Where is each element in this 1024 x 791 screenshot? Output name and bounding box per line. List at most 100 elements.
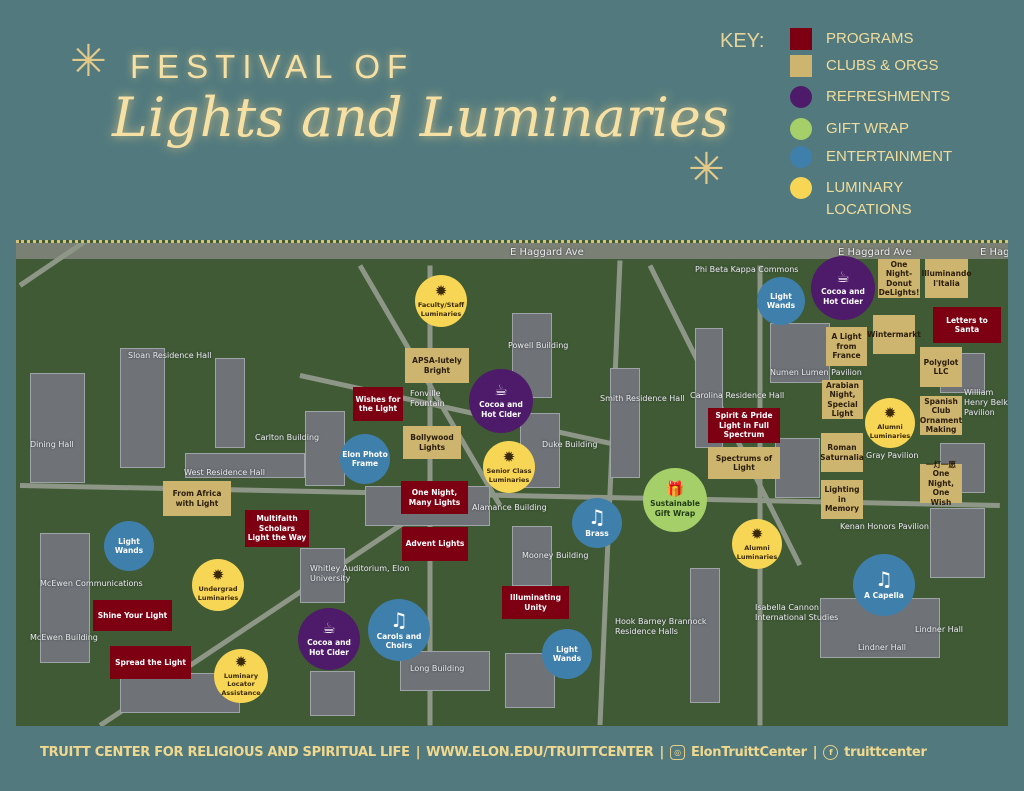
marker-label: Luminary Locator Assistance bbox=[221, 672, 261, 697]
building bbox=[930, 508, 985, 578]
map-marker-club[interactable]: Illuminando l'Italia bbox=[922, 259, 971, 298]
marker-label: Light Wands bbox=[114, 536, 144, 555]
marker-label: Cocoa and Hot Cider bbox=[821, 287, 865, 306]
map-place-label: Whitley Auditorium, Elon University bbox=[310, 564, 410, 583]
map-place-label: Duke Building bbox=[542, 440, 598, 449]
map-marker-prog[interactable]: Spread the Light bbox=[110, 646, 191, 679]
building bbox=[40, 533, 90, 663]
map-marker-club[interactable]: Lighting in Memory bbox=[821, 480, 863, 519]
key-item: LUMINARY LOCATIONS bbox=[790, 177, 966, 221]
building bbox=[310, 671, 355, 716]
map-marker-ent[interactable]: ♫Brass bbox=[572, 498, 622, 548]
map-place-label: Fonville Fountain bbox=[410, 389, 445, 408]
map-marker-lum[interactable]: ✹Senior Class Luminaries bbox=[483, 441, 535, 493]
map-marker-prog[interactable]: Advent Lights bbox=[402, 527, 468, 561]
map-marker-club[interactable]: One Night-Donut DeLights! bbox=[878, 259, 920, 298]
map-place-label: Long Building bbox=[410, 664, 465, 673]
marker-label: One Night, Many Lights bbox=[408, 488, 461, 507]
map-marker-prog[interactable]: Shine Your Light bbox=[93, 600, 172, 631]
map-marker-club[interactable]: Wintermarkt bbox=[867, 315, 921, 354]
map-marker-ent[interactable]: ♫A Capella bbox=[853, 554, 915, 616]
map-place-label: Kenan Honors Pavilion bbox=[840, 522, 929, 531]
star-burst-icon: ✹ bbox=[434, 282, 448, 301]
star-burst-icon: ✹ bbox=[883, 404, 897, 423]
marker-label: One Night-Donut DeLights! bbox=[878, 259, 920, 297]
map-marker-ref[interactable]: ☕Cocoa and Hot Cider bbox=[811, 256, 875, 320]
music-note-icon: ♫ bbox=[390, 607, 408, 632]
map-marker-lum[interactable]: ✹Alumni Luminaries bbox=[732, 519, 782, 569]
building bbox=[305, 411, 345, 486]
title-line2: Lights and Luminaries bbox=[112, 86, 729, 149]
map-marker-prog[interactable]: Letters to Santa bbox=[933, 307, 1001, 343]
marker-label: Advent Lights bbox=[405, 539, 465, 549]
footer-separator: | bbox=[659, 745, 664, 760]
map-marker-prog[interactable]: Spirit & Pride Light in Full Spectrum bbox=[708, 408, 780, 443]
map-marker-ent[interactable]: Elon Photo Frame bbox=[340, 434, 390, 484]
key-item: CLUBS & ORGS bbox=[790, 55, 966, 77]
map-marker-ent[interactable]: ♫Carols and Choirs bbox=[368, 599, 430, 661]
map-place-label: Smith Residence Hall bbox=[600, 394, 685, 403]
coffee-cup-icon: ☕ bbox=[322, 619, 336, 638]
marker-label: Multifaith Scholars Light the Way bbox=[247, 514, 307, 543]
map-marker-club[interactable]: Polyglot LLC bbox=[920, 347, 962, 387]
map-marker-lum[interactable]: ✹Alumni Luminaries bbox=[865, 398, 915, 448]
map-place-label: Alamance Building bbox=[472, 503, 547, 512]
map-marker-lum[interactable]: ✹Luminary Locator Assistance bbox=[214, 649, 268, 703]
map-marker-lum[interactable]: ✹Undergrad Luminaries bbox=[192, 559, 244, 611]
key-item-label: REFRESHMENTS bbox=[826, 88, 951, 105]
footer: TRUITT CENTER FOR RELIGIOUS AND SPIRITUA… bbox=[40, 745, 927, 760]
map-place-label: Mooney Building bbox=[522, 551, 589, 560]
marker-label: Faculty/Staff Luminaries bbox=[417, 301, 465, 318]
map-marker-gift[interactable]: 🎁Sustainable Gift Wrap bbox=[643, 468, 707, 532]
walkway bbox=[597, 260, 623, 726]
map-marker-club[interactable]: Roman Saturnalia bbox=[820, 433, 864, 472]
map-marker-club[interactable]: A Light from France bbox=[826, 327, 867, 366]
map-place-label: West Residence Hall bbox=[184, 468, 266, 477]
map-marker-club[interactable]: From Africa with Light bbox=[163, 481, 231, 516]
map-marker-ref[interactable]: ☕Cocoa and Hot Cider bbox=[469, 369, 533, 433]
map-marker-ref[interactable]: ☕Cocoa and Hot Cider bbox=[298, 608, 360, 670]
map-marker-ent[interactable]: Light Wands bbox=[542, 629, 592, 679]
map-marker-club[interactable]: Spectrums of Light bbox=[708, 447, 780, 479]
map-marker-prog[interactable]: One Night, Many Lights bbox=[401, 481, 468, 514]
marker-label: From Africa with Light bbox=[172, 489, 222, 508]
marker-label: Alumni Luminaries bbox=[869, 423, 911, 440]
star-burst-icon: ✹ bbox=[211, 566, 225, 585]
map-marker-club[interactable]: Spanish Club Ornament Making bbox=[920, 396, 962, 435]
map-marker-prog[interactable]: Illuminating Unity bbox=[502, 586, 569, 619]
map-marker-prog[interactable]: Wishes for the Light bbox=[353, 387, 403, 421]
footer-facebook[interactable]: truittcenter bbox=[844, 745, 927, 760]
map-marker-club[interactable]: APSA-lutely Bright bbox=[405, 348, 469, 383]
marker-label: Lighting in Memory bbox=[824, 485, 860, 514]
coffee-cup-icon: ☕ bbox=[494, 381, 508, 400]
marker-label: Alumni Luminaries bbox=[736, 544, 778, 561]
key-item-label: LUMINARY LOCATIONS bbox=[826, 179, 912, 218]
map-marker-ent[interactable]: Light Wands bbox=[757, 277, 805, 325]
map-place-label: E Haggard Ave bbox=[838, 247, 912, 258]
map-marker-club[interactable]: Arabian Night, Special Light bbox=[822, 380, 863, 419]
building bbox=[215, 358, 245, 448]
instagram-icon: ◎ bbox=[669, 745, 685, 760]
marker-label: Cocoa and Hot Cider bbox=[479, 400, 523, 419]
key-swatch bbox=[790, 146, 812, 168]
map-marker-prog[interactable]: Multifaith Scholars Light the Way bbox=[245, 510, 309, 547]
map-marker-ent[interactable]: Light Wands bbox=[104, 521, 154, 571]
footer-instagram[interactable]: ElonTruittCenter bbox=[690, 745, 807, 760]
marker-label: Polyglot LLC bbox=[923, 357, 959, 376]
marker-label: Spanish Club Ornament Making bbox=[919, 396, 963, 434]
key-swatch bbox=[790, 118, 812, 140]
footer-separator: | bbox=[415, 745, 421, 760]
footer-url[interactable]: WWW.ELON.EDU/TRUITTCENTER bbox=[426, 745, 654, 760]
map-place-label: Lindner Hall bbox=[858, 643, 907, 652]
marker-label: 一灯一愿 One Night, One Wish bbox=[926, 460, 956, 507]
map-marker-lum[interactable]: ✹Faculty/Staff Luminaries bbox=[415, 275, 467, 327]
key-item-label: ENTERTAINMENT bbox=[826, 148, 953, 165]
marker-label: Arabian Night, Special Light bbox=[826, 380, 859, 418]
marker-label: Spirit & Pride Light in Full Spectrum bbox=[715, 411, 773, 440]
marker-label: A Capella bbox=[864, 591, 904, 601]
key-swatch bbox=[790, 28, 812, 50]
marker-label: Carols and Choirs bbox=[376, 631, 422, 650]
map-marker-club[interactable]: Bollywood Lights bbox=[403, 426, 461, 459]
map-marker-club[interactable]: 一灯一愿 One Night, One Wish bbox=[920, 460, 962, 507]
